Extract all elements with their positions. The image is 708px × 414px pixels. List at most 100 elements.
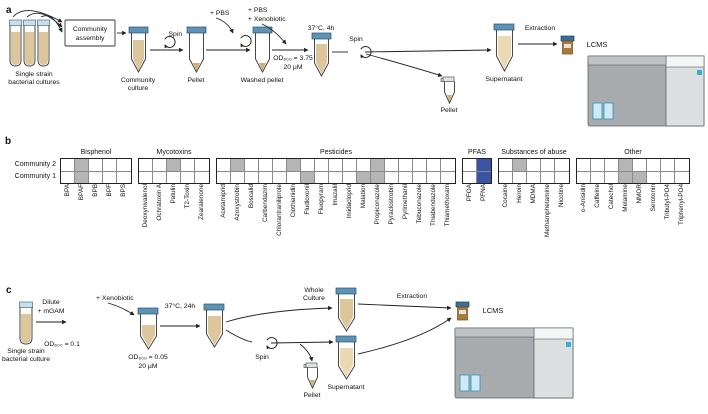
arrow-to-supernatant: [270, 339, 334, 345]
assay-cell: [605, 159, 619, 171]
compound-label: Thiabendazole: [429, 184, 437, 226]
assembly-arrows-icon: [12, 10, 63, 33]
supernatant-tube-icon: [493, 23, 515, 72]
compound-label: Propiconazole: [373, 184, 381, 225]
single-strain-tube-icon: [19, 301, 33, 345]
compound-label: Imazalil: [331, 184, 339, 206]
extraction-label: Extraction: [525, 25, 555, 32]
arrow-to-pellet: [365, 53, 443, 77]
assay-cell: [245, 171, 259, 183]
assay-cell: [463, 159, 477, 171]
xenobiotic-arrow: [261, 23, 287, 45]
compound-label: Catechol: [607, 184, 615, 210]
panel-c-diagram: c Single strain bacterial culture Dilute…: [2, 285, 574, 399]
assay-cell: [619, 159, 633, 171]
xenobiotic-label: + Xenobiotic: [96, 295, 134, 302]
pellet-label: Pellet: [303, 392, 320, 399]
assay-cell: [343, 171, 357, 183]
incubation-tube-icon: [311, 32, 332, 77]
assay-cell: [605, 171, 619, 183]
compound-label: BPA: [63, 184, 71, 197]
community-assembly-box: [64, 19, 116, 47]
assay-cell: [301, 159, 315, 171]
incubation-label: 37°C, 24h: [165, 302, 196, 310]
od1-label: OD₆₀₀ = 0.1: [44, 341, 80, 348]
compound-label: Zearalenone: [197, 184, 205, 220]
compound-label: Methamphetamine: [543, 184, 551, 237]
assay-cell: [661, 171, 675, 183]
group-grid: [60, 158, 132, 184]
pellet2-label: Pellet: [440, 107, 457, 114]
group-grid: [138, 158, 210, 184]
compound-label: Triphenyl-PO4: [677, 184, 685, 225]
single-strains-label-line1: Single strain: [15, 71, 53, 78]
assay-cell: [441, 159, 455, 171]
group-header: Mycotoxins: [156, 149, 192, 156]
group-grid: [462, 158, 492, 184]
compound-label: BPF: [105, 184, 113, 197]
assay-cell: [399, 171, 413, 183]
supernatant-label: Supernatant: [485, 76, 522, 83]
compound-label: Deoxynivalenol: [141, 184, 149, 228]
pbs-arrow: [215, 17, 234, 34]
assay-cell: [477, 159, 491, 171]
assay-cell: [357, 171, 371, 183]
pellet1-label: Pellet: [187, 77, 204, 84]
assay-cell: [577, 159, 591, 171]
pellet-eppendorf-icon: [303, 362, 318, 390]
lcms-instrument-icon: [454, 327, 574, 399]
assay-cell: [181, 171, 195, 183]
supernatant-tube-icon: [335, 335, 357, 380]
compound-label: Pyrimethanil: [401, 184, 409, 220]
compound-label: Malation: [359, 184, 367, 209]
whole-culture-label-line1: Whole: [304, 287, 323, 294]
compound-label: BPAF: [77, 184, 85, 201]
compound-label: Melamine: [621, 184, 629, 212]
row-label-community-2: Community 2: [14, 161, 56, 168]
assay-cell: [633, 171, 647, 183]
assay-cell: [103, 159, 117, 171]
assay-cell: [541, 171, 555, 183]
assay-cell: [619, 171, 633, 183]
arrow-to-pellet: [299, 343, 314, 362]
assay-cell: [259, 171, 273, 183]
whole-culture-label-line2: Culture: [303, 295, 325, 302]
assay-cell: [647, 171, 661, 183]
centrifuge-spin-icon: [164, 36, 176, 49]
compound-label: Carbendazim: [261, 184, 269, 223]
compound-label: Chlorantraniliprole: [275, 184, 283, 236]
lcms-vial-icon: [455, 301, 470, 321]
assay-cell: [343, 159, 357, 171]
assay-cell: [499, 171, 513, 183]
compound-label: T2-Toxin: [183, 184, 191, 209]
assay-cell: [555, 159, 569, 171]
assay-cell: [513, 159, 527, 171]
compound-label: BPS: [119, 184, 127, 197]
compound-label: Pyraclostrobin: [387, 184, 395, 225]
community-culture-label-line2: culture: [128, 85, 149, 92]
assay-cell: [591, 159, 605, 171]
assay-cell: [371, 159, 385, 171]
assay-cell: [153, 159, 167, 171]
single-strain-tubes-icon: [9, 19, 50, 67]
assay-cell: [231, 159, 245, 171]
assay-cell: [287, 171, 301, 183]
community-culture-label-line1: Community: [121, 77, 156, 84]
compound-label: Serotonin: [649, 184, 657, 212]
assay-cell: [195, 171, 209, 183]
group-grid: [576, 158, 690, 184]
assay-cell: [245, 159, 259, 171]
compound-label: Patulin: [169, 184, 177, 204]
group-grid: [216, 158, 456, 184]
assay-cell: [117, 159, 131, 171]
assay-cell: [527, 159, 541, 171]
assay-cell: [371, 171, 385, 183]
